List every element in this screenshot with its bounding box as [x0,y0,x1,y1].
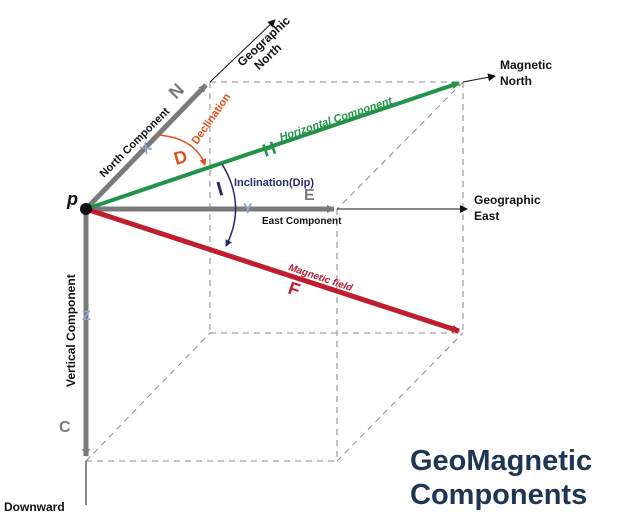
downward-label: Downward [4,500,65,514]
reference-lines [85,19,496,505]
origin-point [80,203,92,215]
geographic-north-line [209,19,276,83]
box-edge [336,332,464,462]
geographic-east-label: Geographic East [474,193,544,223]
declination-label: Declination [190,91,234,147]
east-component-label: East Component [262,216,342,227]
e-letter: E [304,187,315,204]
horizontal-component-label: Horizontal Component [278,95,395,144]
north-letter: N [165,79,188,102]
geographic-north-label: Geographic North [234,11,304,79]
inclination-letter: I [214,178,225,201]
box-edge [85,332,211,462]
diagram-title-line-1: GeoMagnetic [410,445,593,477]
geographic-east-label-line: Geographic [474,193,541,207]
vertical-component-label: Vertical Component [64,274,78,387]
north-component-arrow [84,83,208,211]
y-letter: Y [243,200,253,216]
declination-arc [157,134,207,166]
magnetic-north-label-line: Magnetic [500,58,552,72]
f-letter: F [286,278,303,300]
horizontal-component-arrow [85,81,460,211]
magnetic-north-line [462,73,496,83]
north-component-label: North Component [98,105,173,180]
diagram-title-line-2: Components [410,479,588,511]
z-letter: Z [82,307,91,323]
magnetic-field-arrow [85,206,460,334]
point-label: p [66,189,78,209]
inclination-arc [221,163,237,247]
magnetic-north-label-line: North [500,74,532,88]
c-letter: C [59,419,71,436]
declination-letter: D [172,146,190,169]
h-letter: H [260,138,279,161]
geographic-east-label-line: East [474,209,499,223]
inclination-label: Inclination(Dip) [234,177,314,189]
magnetic-north-label: Magnetic North [500,58,555,88]
box-edge [336,81,464,210]
